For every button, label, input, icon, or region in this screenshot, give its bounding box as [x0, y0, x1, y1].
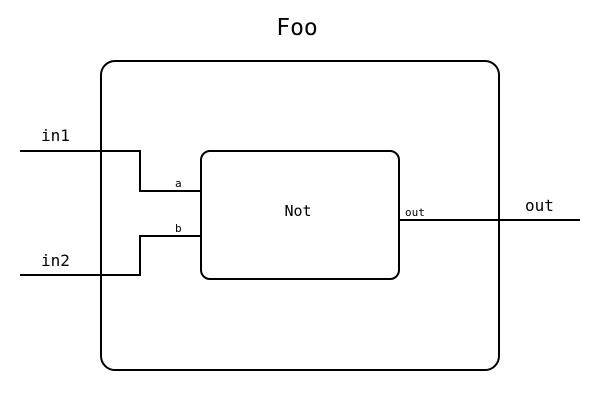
inner-block-not[interactable]	[200, 150, 400, 280]
inner-block-title: Not	[284, 202, 311, 220]
wire-in2-to-b	[20, 235, 201, 276]
inner-pin-out-label: out	[405, 206, 425, 219]
outer-block-title: Foo	[276, 15, 318, 41]
outer-block[interactable]	[100, 60, 500, 371]
inner-pin-b-label: b	[175, 222, 182, 235]
wire-in1-to-a	[20, 150, 201, 192]
output-port-out-label: out	[525, 196, 554, 215]
inner-pin-a-label: a	[175, 177, 182, 190]
input-port-in2-label: in2	[41, 251, 70, 270]
input-port-in1-label: in1	[41, 126, 70, 145]
